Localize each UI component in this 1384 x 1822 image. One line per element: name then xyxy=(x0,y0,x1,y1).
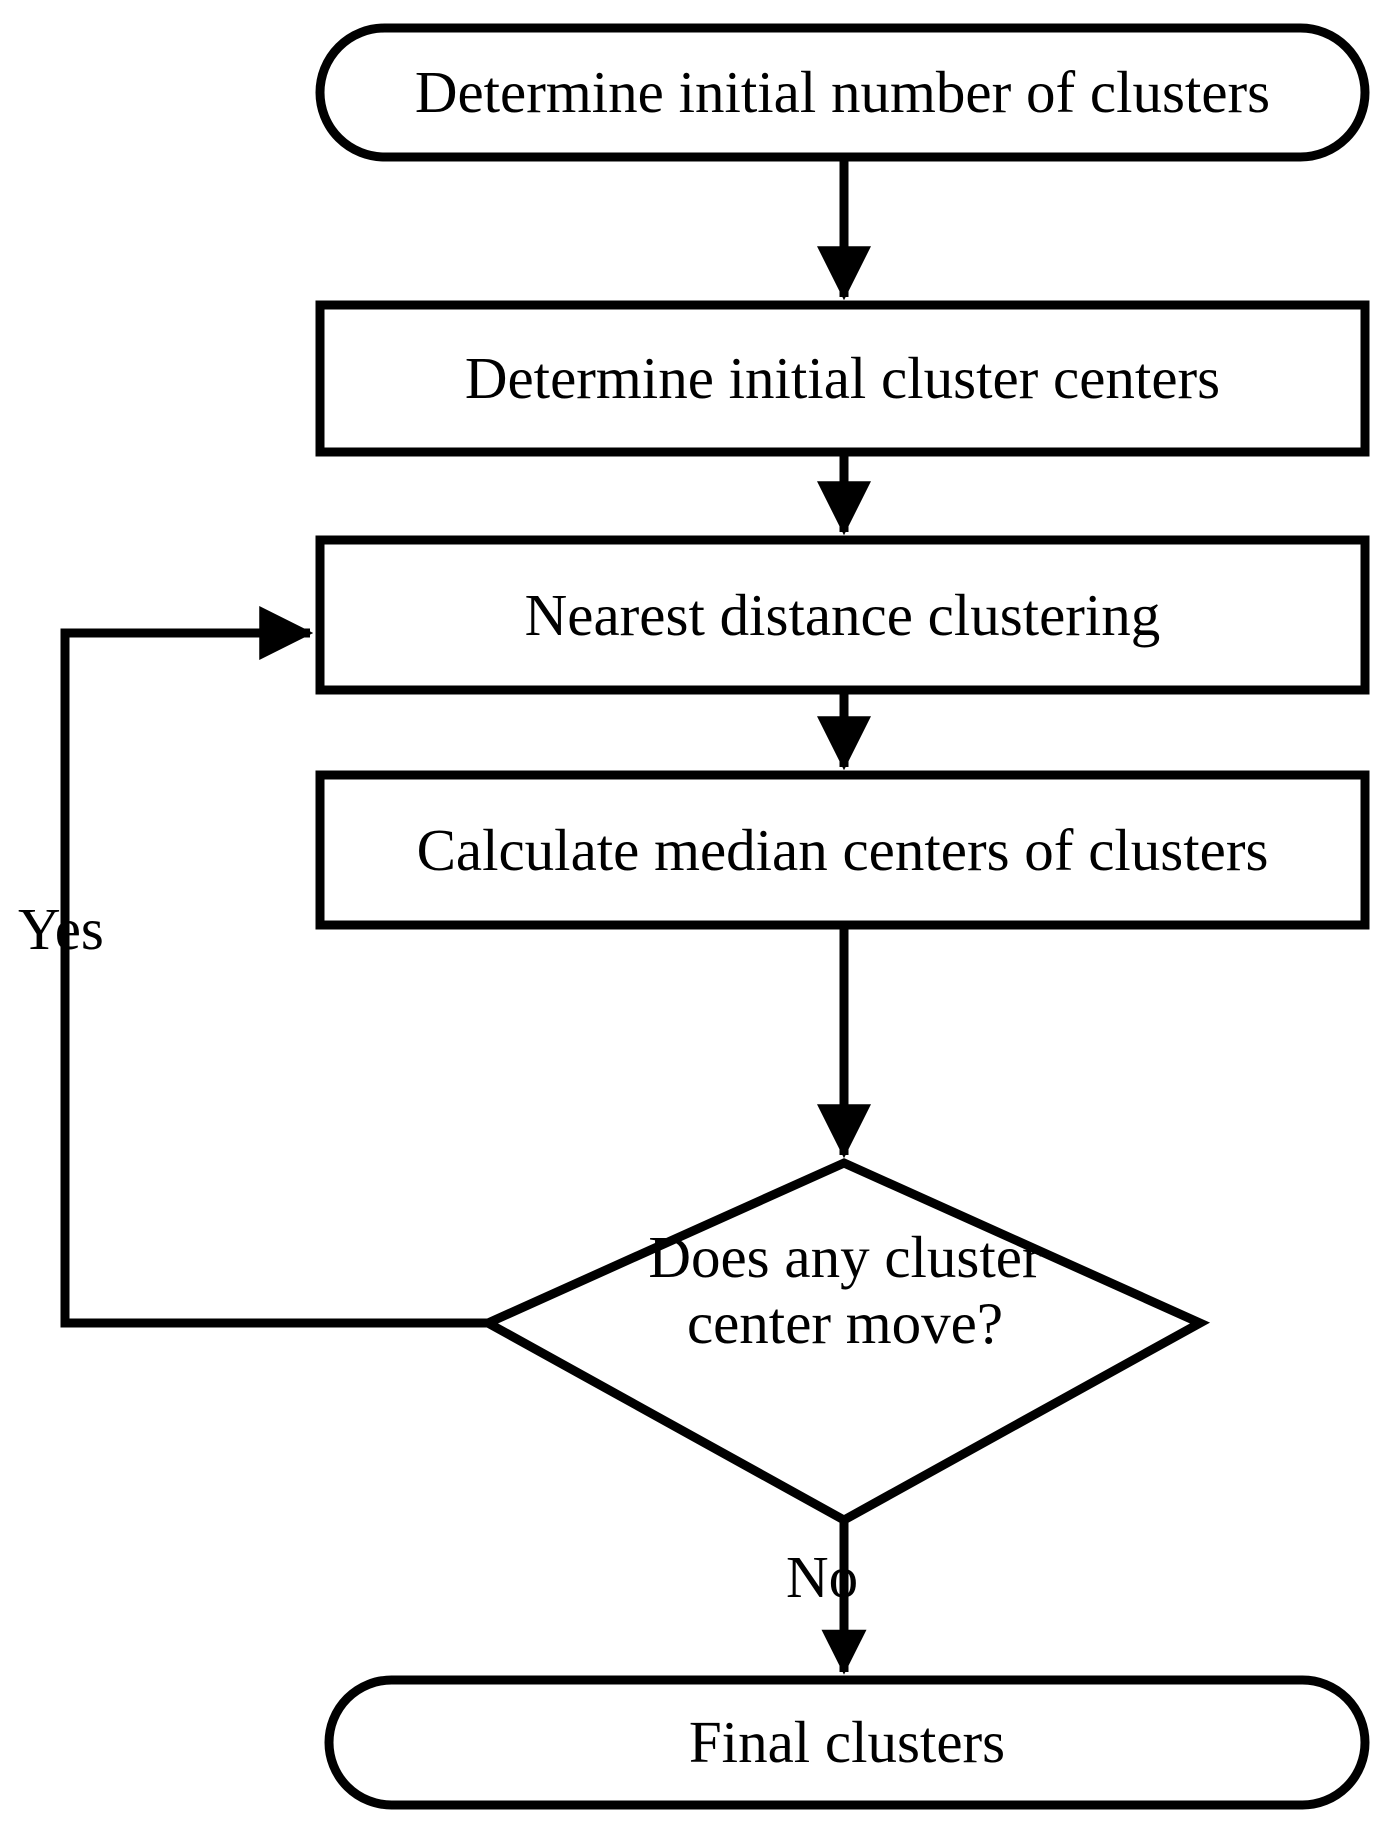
edge-label-no: No xyxy=(786,1544,859,1610)
node-decision-shape xyxy=(477,1158,1211,1526)
edge-label-yes: Yes xyxy=(18,896,104,962)
node-determine-centers-shape xyxy=(315,300,1370,457)
node-nearest-distance-shape xyxy=(315,535,1370,695)
node-determine-number-shape xyxy=(315,23,1370,162)
edge-decision-yes-to-nearest-distance xyxy=(60,606,488,1328)
node-calculate-median-shape xyxy=(315,770,1370,930)
node-final-clusters-shape xyxy=(324,1675,1370,1810)
